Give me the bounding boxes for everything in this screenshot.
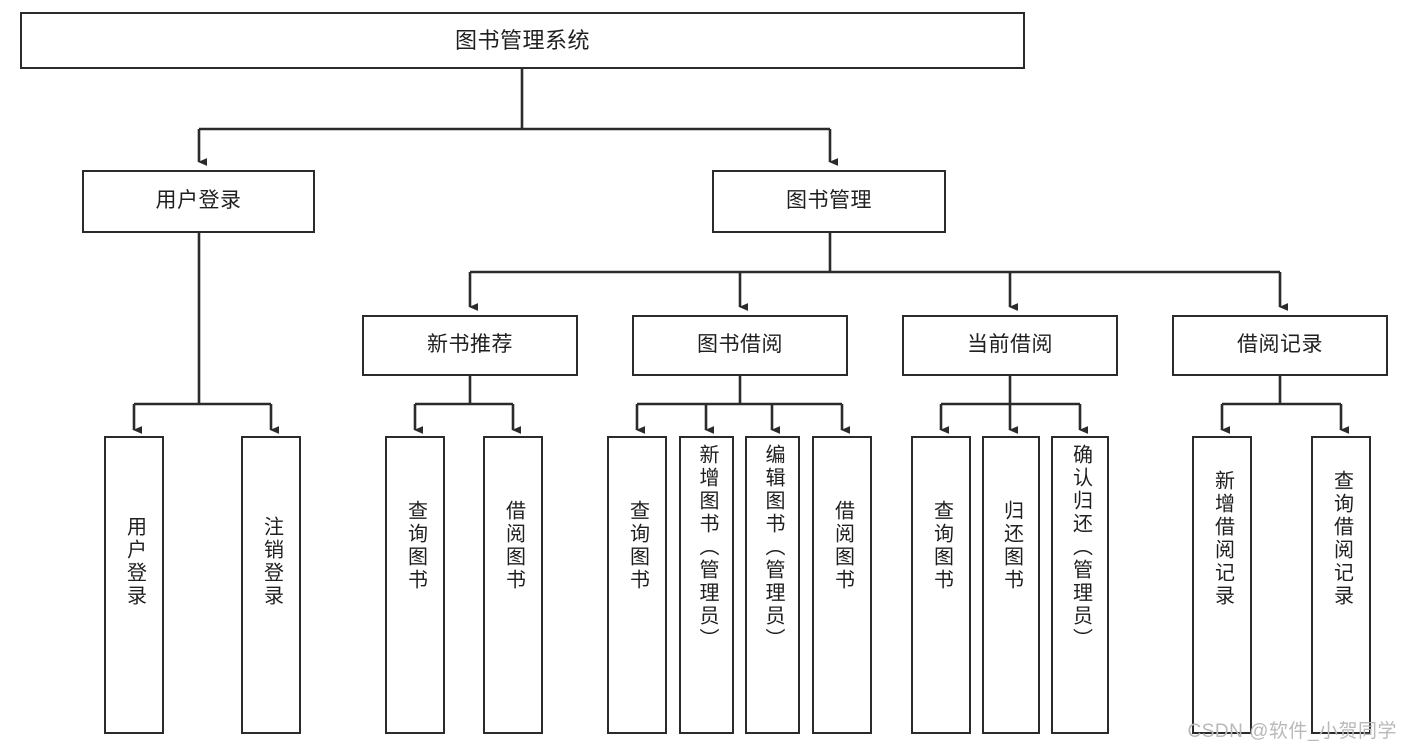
node-book-borrow[interactable]: 图书借阅 — [632, 315, 848, 376]
leaf-current-confirm-return-admin[interactable]: 确认归还（管理员） — [1051, 436, 1109, 734]
node-current-borrow[interactable]: 当前借阅 — [902, 315, 1118, 376]
leaf-borrow-query-book[interactable]: 查询图书 — [607, 436, 667, 734]
node-user-login[interactable]: 用户登录 — [82, 170, 315, 233]
leaf-record-query-record[interactable]: 查询借阅记录 — [1311, 436, 1371, 734]
node-label: 编辑图书（管理员） — [762, 444, 784, 651]
node-label: 查询图书 — [404, 500, 427, 592]
node-label: 当前借阅 — [967, 333, 1053, 357]
node-label: 确认归还（管理员） — [1069, 444, 1092, 651]
leaf-borrow-add-book-admin[interactable]: 新增图书（管理员） — [679, 436, 734, 734]
leaf-borrow-edit-book-admin[interactable]: 编辑图书（管理员） — [745, 436, 800, 734]
leaf-recommend-borrow-book[interactable]: 借阅图书 — [483, 436, 543, 734]
node-label: 图书管理系统 — [454, 27, 590, 53]
node-label: 借阅记录 — [1237, 333, 1323, 357]
leaf-user-login-login[interactable]: 用户登录 — [104, 436, 164, 734]
node-label: 借阅图书 — [831, 500, 854, 592]
node-label: 归还图书 — [1000, 500, 1023, 592]
leaf-borrow-borrow-book[interactable]: 借阅图书 — [812, 436, 872, 734]
node-label: 注销登录 — [260, 516, 283, 608]
node-root-system[interactable]: 图书管理系统 — [20, 12, 1025, 69]
leaf-recommend-query-book[interactable]: 查询图书 — [385, 436, 445, 734]
leaf-current-return-book[interactable]: 归还图书 — [982, 436, 1040, 734]
node-label: 图书管理 — [786, 189, 872, 213]
leaf-user-login-logout[interactable]: 注销登录 — [241, 436, 301, 734]
node-label: 新增借阅记录 — [1211, 470, 1234, 608]
watermark-text: CSDN @软件_小贺同学 — [1187, 721, 1397, 742]
node-label: 查询图书 — [930, 500, 953, 592]
node-new-book-recommend[interactable]: 新书推荐 — [362, 315, 578, 376]
node-book-management[interactable]: 图书管理 — [712, 170, 946, 233]
node-label: 新增图书（管理员） — [696, 444, 718, 651]
node-label: 查询借阅记录 — [1330, 470, 1353, 608]
node-label: 新书推荐 — [427, 333, 513, 357]
node-label: 查询图书 — [626, 500, 649, 592]
node-borrow-record[interactable]: 借阅记录 — [1172, 315, 1388, 376]
node-label: 图书借阅 — [697, 333, 783, 357]
leaf-record-add-record[interactable]: 新增借阅记录 — [1192, 436, 1252, 734]
node-label: 用户登录 — [123, 516, 146, 608]
leaf-current-query-book[interactable]: 查询图书 — [911, 436, 971, 734]
node-label: 用户登录 — [155, 189, 242, 213]
node-label: 借阅图书 — [502, 500, 525, 592]
